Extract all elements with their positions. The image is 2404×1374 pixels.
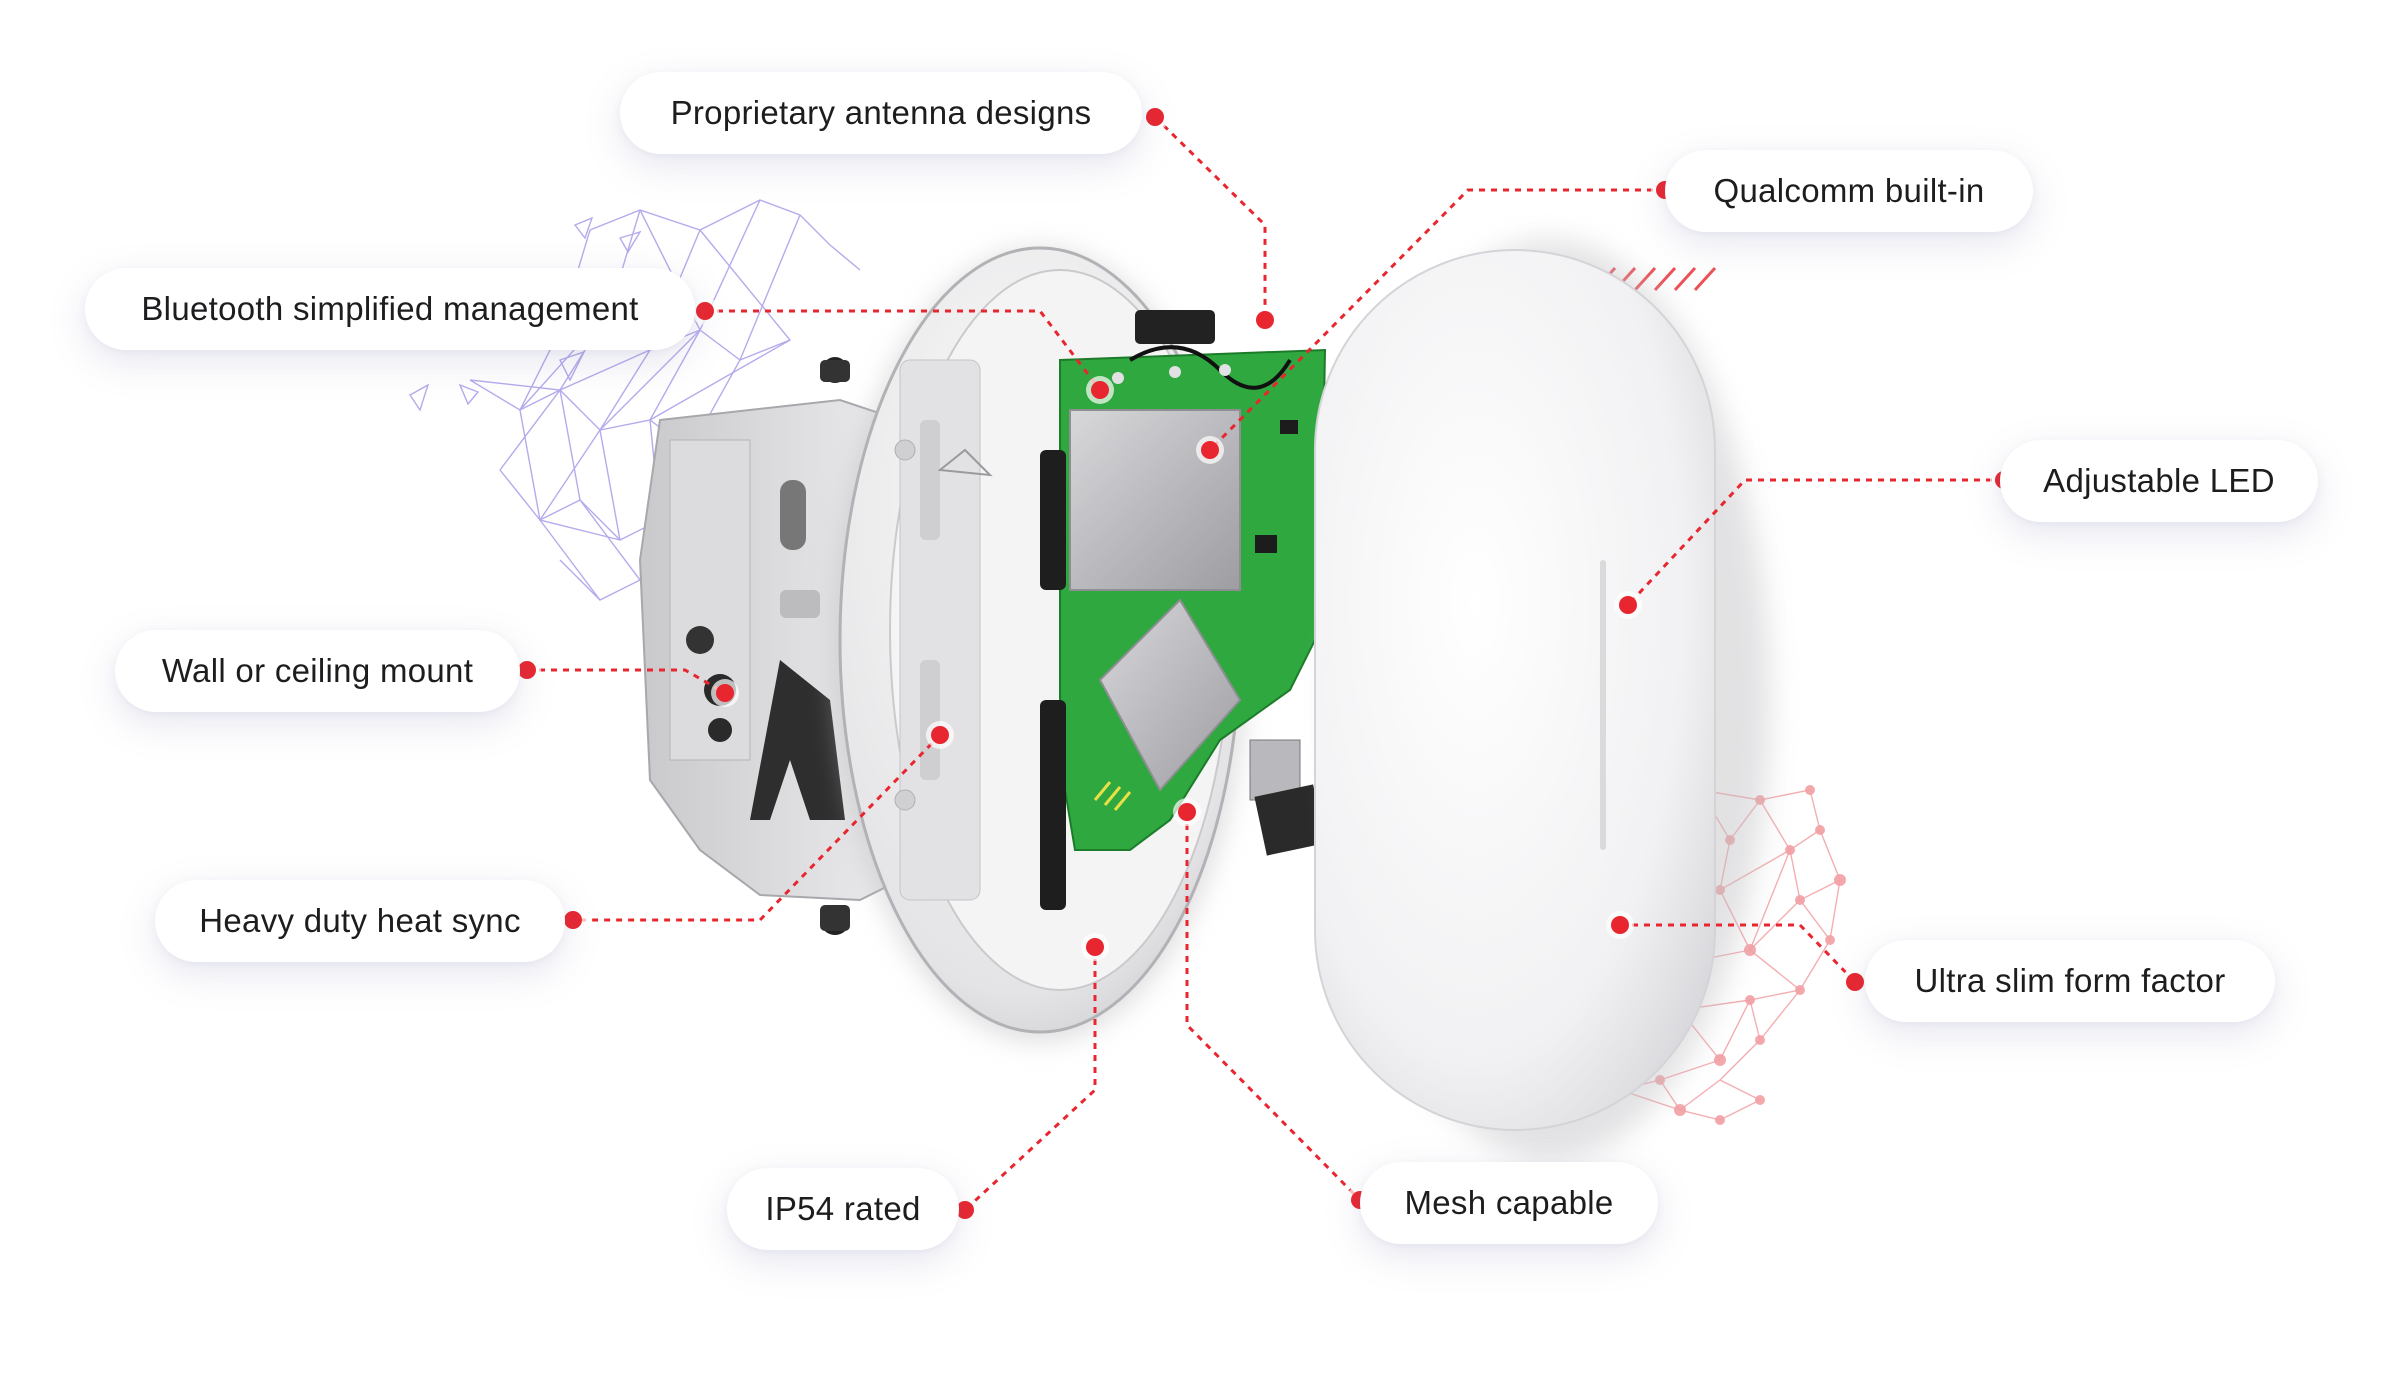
callout-dot [691, 297, 719, 325]
callout-dot [1606, 911, 1634, 939]
label-bluetooth-text: Bluetooth simplified management [141, 290, 639, 327]
label-ip54: IP54 rated [727, 1168, 959, 1250]
label-qualcomm-text: Qualcomm built-in [1713, 172, 1985, 209]
leader-lines [527, 115, 2004, 1212]
callout-dot [1614, 591, 1642, 619]
label-antenna-text: Proprietary antenna designs [670, 94, 1092, 131]
callout-dot [1081, 933, 1109, 961]
callout-dot [559, 906, 587, 934]
callout-dot [1086, 376, 1114, 404]
front-cover [1314, 240, 1770, 1160]
label-antenna: Proprietary antenna designs [620, 72, 1142, 154]
callout-dot [926, 721, 954, 749]
callout-dot [513, 656, 541, 684]
label-led: Adjustable LED [2000, 440, 2318, 522]
mounting-plate [638, 357, 901, 935]
label-mesh: Mesh capable [1360, 1162, 1658, 1244]
label-mount-text: Wall or ceiling mount [161, 652, 474, 689]
callout-dot [1196, 436, 1224, 464]
callout-dot [1173, 798, 1201, 826]
label-mount: Wall or ceiling mount [115, 630, 520, 712]
label-heat-text: Heavy duty heat sync [199, 902, 521, 939]
callout-dot [711, 679, 739, 707]
label-qualcomm: Qualcomm built-in [1665, 150, 2033, 232]
label-slim-text: Ultra slim form factor [1914, 962, 2226, 999]
label-mesh-text: Mesh capable [1404, 1184, 1614, 1221]
callout-dot [1841, 968, 1869, 996]
pcb-board [1040, 310, 1327, 910]
label-slim: Ultra slim form factor [1865, 940, 2275, 1022]
label-bluetooth: Bluetooth simplified management [85, 268, 695, 350]
label-ip54-text: IP54 rated [765, 1190, 921, 1227]
label-led-text: Adjustable LED [2043, 462, 2275, 499]
callout-dot [1251, 306, 1279, 334]
label-heat: Heavy duty heat sync [155, 880, 565, 962]
callout-dot [1141, 103, 1169, 131]
